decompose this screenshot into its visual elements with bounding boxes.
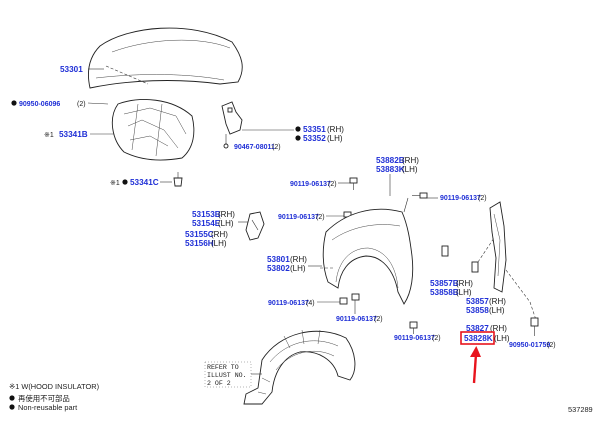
fender-lh-side: (LH) <box>290 264 306 273</box>
legend-japanese: 再使用不可部品 <box>18 394 70 403</box>
stay2-rh-part-number[interactable]: 53155C <box>185 230 214 239</box>
legend-footnote: ※1 W(HOOD INSULATOR) <box>9 382 99 391</box>
hood-screw-quantity: (2) <box>272 144 281 151</box>
front-fender <box>320 197 414 305</box>
hood-hinge-rh-side: (RH) <box>327 125 344 134</box>
hood-hinge-rh-part-number[interactable]: 53351 <box>303 125 326 134</box>
bolt-d-part-number[interactable]: 90119-06137 <box>268 300 309 307</box>
seal-dash-1 <box>477 237 495 263</box>
fender-stay <box>245 211 265 241</box>
fender-liner-bracket <box>441 201 507 293</box>
refer-note-line-3: 2 OF 2 <box>207 380 231 387</box>
bracket-rh-part-number[interactable]: 53882B <box>376 156 405 165</box>
highlight-arrow <box>470 346 481 384</box>
bolt-a-part-number[interactable]: 90119-06137 <box>290 181 331 188</box>
stay2-rh-side: (RH) <box>211 230 228 239</box>
bolt-e-quantity: (2) <box>374 316 383 323</box>
fender-rh-part-number[interactable]: 53801 <box>267 255 290 264</box>
insulator-clip-part-number[interactable]: 53341C <box>130 178 159 187</box>
hood-clip-part-number[interactable]: 90950-06096 <box>19 101 60 108</box>
hood-clip-quantity: (2) <box>77 101 86 108</box>
insulator-clip-icon <box>173 172 183 187</box>
seal-dash-2 <box>505 269 537 321</box>
clip-g-icon <box>530 317 539 336</box>
bolt-b-quantity: (2) <box>478 195 487 202</box>
hood-insulator <box>111 99 195 161</box>
stay-rh-part-number[interactable]: 53153B <box>192 210 221 219</box>
stay2-lh-part-number[interactable]: 53156H <box>185 239 214 248</box>
seal2-rh-side: (RH) <box>489 297 506 306</box>
bracket-rh-side: (RH) <box>402 156 419 165</box>
protector-lh-part-number[interactable]: 53828K <box>464 334 493 343</box>
bolt-b-icon <box>412 192 428 199</box>
hood-hinge <box>221 101 243 149</box>
hood-screw-part-number[interactable]: 90467-08011 <box>234 144 275 151</box>
seal2-lh-side: (LH) <box>489 306 505 315</box>
seal-rh-side: (RH) <box>456 279 473 288</box>
stay-lh-side: (LH) <box>218 219 234 228</box>
protector-lh-side: (LH) <box>494 334 510 343</box>
hood-panel <box>88 27 243 89</box>
seal-rh-part-number[interactable]: 53857B <box>430 279 459 288</box>
bolt-d-quantity: (4) <box>306 300 315 307</box>
hood-hinge-lh-side: (LH) <box>327 134 343 143</box>
refer-note-line-2: ILLUST NO. <box>207 372 247 379</box>
non-reusable-dot-hood-clip <box>11 100 17 106</box>
stay-lh-part-number[interactable]: 53154E <box>192 219 221 228</box>
bracket-lh-part-number[interactable]: 53883K <box>376 165 405 174</box>
legend-english: Non-reusable part <box>18 403 77 412</box>
seal-lh-side: (LH) <box>456 288 472 297</box>
fender-lh-part-number[interactable]: 53802 <box>267 264 290 273</box>
bolt-f-part-number[interactable]: 90119-06137 <box>394 335 435 342</box>
non-reusable-dot-hinge-lh <box>295 135 301 141</box>
figure-number: 537289 <box>568 405 593 414</box>
refer-note-box <box>204 361 252 388</box>
bolt-d-icon <box>339 293 360 305</box>
clip-g-part-number[interactable]: 90950-01759 <box>509 342 550 349</box>
hood-part-number[interactable]: 53301 <box>60 65 83 74</box>
seal2-lh-part-number[interactable]: 53858 <box>466 306 489 315</box>
hood-insulator-part-number[interactable]: 53341B <box>59 130 88 139</box>
bolt-f-quantity: (2) <box>432 335 441 342</box>
bolt-a-icon <box>349 177 358 190</box>
bolt-e-part-number[interactable]: 90119-06137 <box>336 316 377 323</box>
seal-lh-part-number[interactable]: 53858B <box>430 288 459 297</box>
hood-clip-leader <box>87 102 109 105</box>
non-reusable-dot-insulator-clip <box>122 179 128 185</box>
fender-rh-side: (RH) <box>290 255 307 264</box>
legend-dot-japanese <box>9 395 15 401</box>
stay2-lh-side: (LH) <box>211 239 227 248</box>
bracket-lh-side: (LH) <box>402 165 418 174</box>
insulator-footnote-mark: ※1 <box>44 132 54 139</box>
insulator-clip-footnote-mark: ※1 <box>110 180 120 187</box>
highlight-box <box>460 331 495 345</box>
clip-g-quantity: (2) <box>547 342 556 349</box>
bolt-b-part-number[interactable]: 90119-06137 <box>440 195 481 202</box>
bolt-c-quantity: (2) <box>316 214 325 221</box>
legend-dot-english <box>9 404 15 410</box>
hood-hinge-lh-part-number[interactable]: 53352 <box>303 134 326 143</box>
seal2-rh-part-number[interactable]: 53857 <box>466 297 489 306</box>
stay-rh-side: (RH) <box>218 210 235 219</box>
bolt-f-icon <box>409 321 418 334</box>
non-reusable-dot-hinge-rh <box>295 126 301 132</box>
protector-rh-part-number[interactable]: 53827 <box>466 324 489 333</box>
bolt-a-quantity: (2) <box>328 181 337 188</box>
bolt-c-part-number[interactable]: 90119-06137 <box>278 214 319 221</box>
protector-rh-side: (RH) <box>490 324 507 333</box>
fender-liner <box>243 329 356 405</box>
refer-note-line-1: REFER TO <box>207 364 239 371</box>
